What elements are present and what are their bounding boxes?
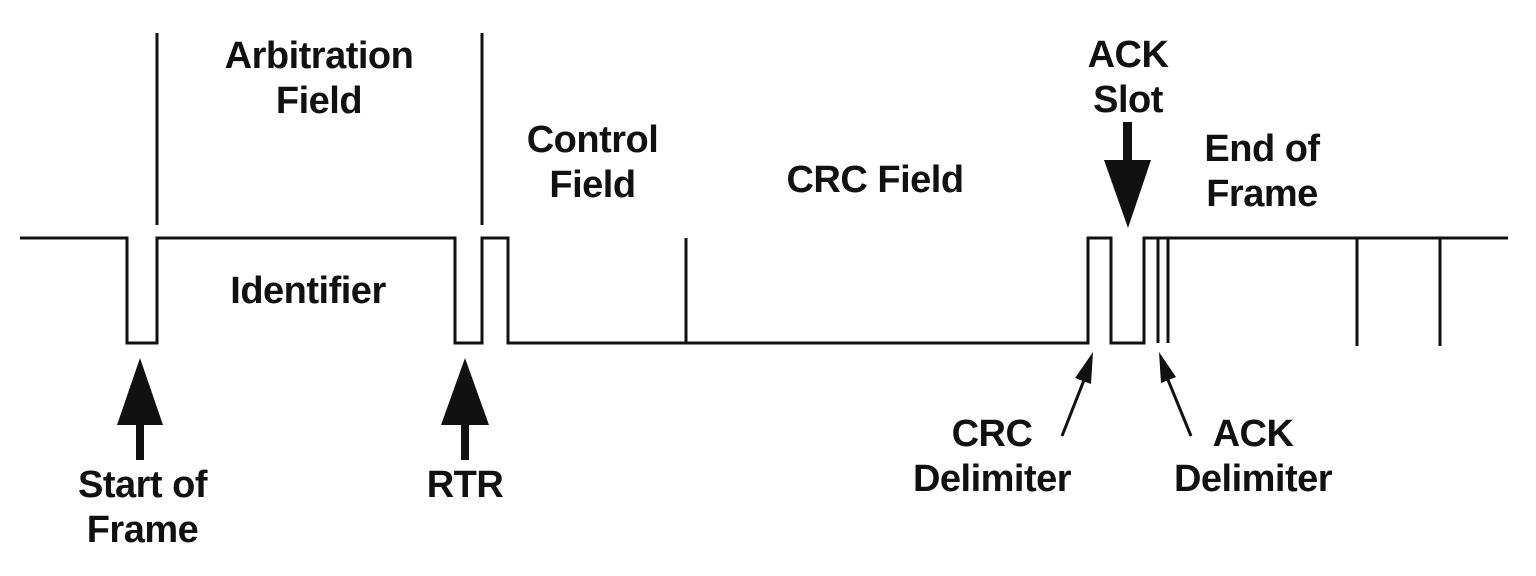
identifier-label: Identifier	[230, 270, 386, 312]
rtr-label: RTR	[426, 464, 504, 506]
crc-delimiter-arrowhead	[1075, 352, 1093, 384]
arbitration-field-label: Arbitration Field	[224, 35, 414, 122]
ack-delimiter-arrow-shaft	[1164, 374, 1193, 437]
ack-slot-arrow	[1104, 122, 1151, 228]
ack-delimiter-arrowhead	[1159, 352, 1176, 383]
crc-delimiter-arrow-shaft	[1060, 374, 1088, 437]
ack-slot-label: ACK Slot	[1087, 34, 1169, 121]
crc-field-label: CRC Field	[786, 159, 964, 201]
end-of-frame-label: End of Frame	[1204, 128, 1320, 215]
start-of-frame-arrow	[117, 358, 163, 460]
start-of-frame-label: Start of Frame	[78, 464, 208, 551]
rtr-arrow	[441, 358, 489, 460]
signal-waveform	[20, 236, 1508, 345]
control-field-label: Control Field	[526, 119, 659, 206]
crc-delimiter-label: CRC Delimiter	[912, 413, 1072, 500]
ack-delimiter-label: ACK Delimiter	[1173, 413, 1333, 500]
